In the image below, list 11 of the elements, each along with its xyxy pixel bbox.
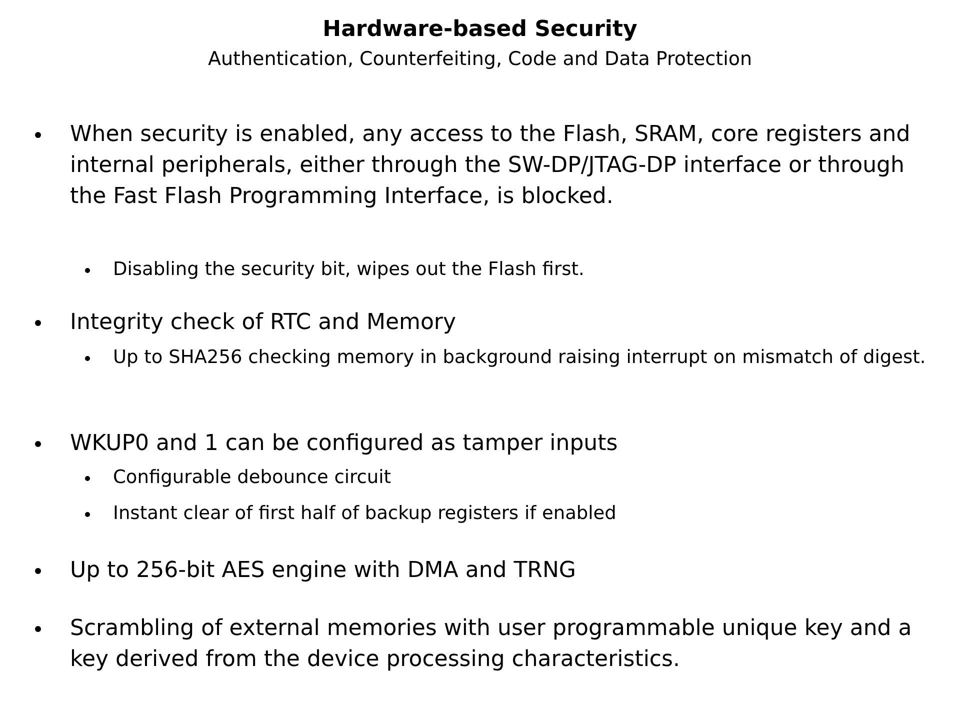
bullet-text: WKUP0 and 1 can be configured as tamper inputs <box>70 430 619 458</box>
slide-subtitle: Authentication, Counterfeiting, Code and Data Protection <box>206 48 754 70</box>
sub-bullet-text: Disabling the security bit, wipes out the Flash first. <box>113 258 586 282</box>
bullet-text: Up to 256-bit AES engine with DMA and TRNG <box>70 557 577 585</box>
bullet-text: Integrity check of RTC and Memory <box>70 309 457 337</box>
bullet-text: Scrambling of external memories with user programmable unique key and a key derived from the device processing characteristics. <box>70 615 913 674</box>
slide-title: Hardware-based Security <box>322 17 638 42</box>
sub-bullet-text: Up to SHA256 checking memory in background raising interrupt on mismatch of digest. <box>113 346 927 370</box>
sub-bullet-text: Configurable debounce circuit <box>113 466 392 490</box>
bullet-text: When security is enabled, any access to the Flash, SRAM, core registers and internal peripherals, either through the SW-DP/JTAG-DP interface or through the Fast Flash Programming Interface, is blocked. <box>70 121 912 211</box>
sub-bullet-text: Instant clear of first half of backup registers if enabled <box>113 502 618 526</box>
